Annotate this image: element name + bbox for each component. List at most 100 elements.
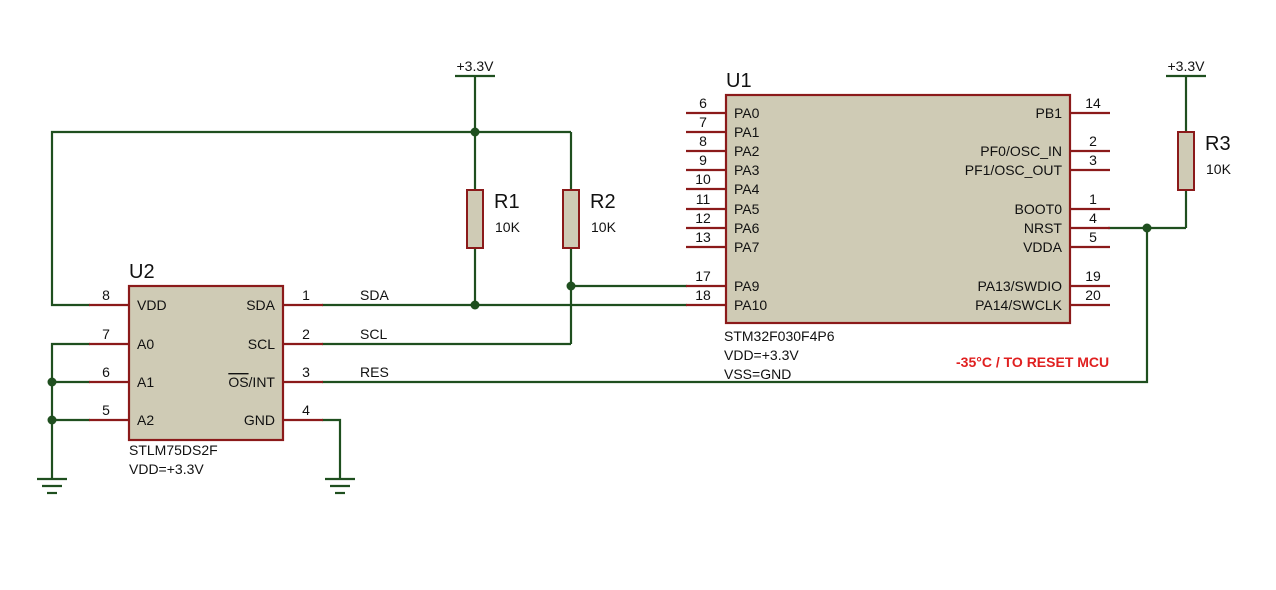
u1-pin-label: PA4: [734, 181, 760, 197]
u1-pin-number: 14: [1085, 95, 1101, 111]
resistor-r3: R3 10K: [1177, 131, 1232, 191]
u1-pin-label: PA7: [734, 239, 760, 255]
u1-pin-label: PA2: [734, 143, 760, 159]
u1-pin-label: BOOT0: [1015, 201, 1063, 217]
u2-pin-label: A0: [137, 336, 154, 352]
u1-ref: U1: [726, 70, 752, 92]
u2-ref: U2: [129, 261, 155, 283]
u1-pin-number: 1: [1089, 191, 1097, 207]
u1-pin-number: 4: [1089, 210, 1097, 226]
u2-pin-label: VDD: [137, 297, 167, 313]
u2-pin-number: 1: [302, 287, 310, 303]
u2-pin-label: GND: [244, 412, 275, 428]
u1-pin-label: VDDA: [1023, 239, 1063, 255]
u1-pin-number: 17: [695, 268, 711, 284]
resistor-body: [562, 189, 580, 249]
wire-a0: [50, 342, 90, 478]
u1-pin-label: PA13/SWDIO: [977, 278, 1062, 294]
resistor-body: [1177, 131, 1195, 191]
u1-pin-number: 3: [1089, 152, 1097, 168]
ground-symbol-right: [325, 477, 355, 495]
u1-pin-label: PA6: [734, 220, 760, 236]
resistor-ref: R2: [590, 191, 616, 213]
u1-pin-number: 11: [696, 191, 711, 207]
u1-pin-number: 20: [1085, 287, 1101, 303]
net-label-scl: SCL: [360, 326, 387, 342]
u2-pin-number: 3: [302, 364, 310, 380]
junction-dot: [566, 281, 576, 291]
u1-right-pins: 14PB12PF0/OSC_IN3PF1/OSC_OUT1BOOT04NRST5…: [965, 95, 1110, 313]
junction-dot: [470, 127, 480, 137]
u1-pin-label: PA1: [734, 124, 760, 140]
u2-pin-number: 5: [102, 402, 110, 418]
u1-pin-label: PA5: [734, 201, 760, 217]
u2-pin-number: 4: [302, 402, 310, 418]
wires: [50, 76, 1188, 478]
u1-pin-label: PA0: [734, 105, 760, 121]
u1-pin-label: NRST: [1024, 220, 1063, 236]
u1-pin-number: 2: [1089, 133, 1097, 149]
resistor-ref: R1: [494, 191, 520, 213]
u1-pin-number: 18: [695, 287, 711, 303]
wire-res: [322, 228, 1149, 384]
junction-dot: [1142, 223, 1152, 233]
junction-dot: [47, 415, 57, 425]
u2-pin-number: 7: [102, 326, 110, 342]
reset-note: -35°C / TO RESET MCU: [956, 354, 1109, 370]
u2-pin-label: A1: [137, 374, 154, 390]
wire-vdd-rail: [50, 130, 571, 307]
wire-gnd: [322, 418, 342, 478]
resistor-value: 10K: [495, 219, 521, 235]
u1-pin-number: 6: [699, 95, 707, 111]
resistor-ref: R3: [1205, 133, 1231, 155]
u1-pin-number: 9: [699, 152, 707, 168]
ground-symbol-left: [37, 477, 67, 495]
u1-pin-number: 10: [695, 171, 711, 187]
power-label: +3.3V: [1168, 58, 1206, 74]
u1-pin-number: 12: [695, 210, 711, 226]
u2-vdd: VDD=+3.3V: [129, 461, 204, 477]
u1-part: STM32F030F4P6: [724, 328, 835, 344]
u1-pin-label: PF1/OSC_OUT: [965, 162, 1063, 178]
u1-pin-label: PA10: [734, 297, 767, 313]
u2-pin-number: 2: [302, 326, 310, 342]
power-supply-r3: +3.3V: [1166, 58, 1206, 78]
net-label-res: RES: [360, 364, 389, 380]
junctions: [47, 127, 1152, 425]
u2-part: STLM75DS2F: [129, 442, 218, 458]
u1-vss: VSS=GND: [724, 366, 791, 382]
resistor-body: [466, 189, 484, 249]
u2-body: [127, 284, 285, 442]
power-supply-r12: +3.3V: [455, 58, 495, 78]
u1-body: [724, 93, 1072, 325]
net-label-sda: SDA: [360, 287, 389, 303]
junction-dot: [47, 377, 57, 387]
u1-pin-number: 19: [1085, 268, 1101, 284]
u1-pin-label: PA3: [734, 162, 760, 178]
resistor-r1: R1 10K: [466, 189, 521, 249]
u1-pin-number: 5: [1089, 229, 1097, 245]
resistor-value: 10K: [1206, 161, 1232, 177]
u2-pin-label: OS/INT: [228, 374, 275, 390]
u1-pin-label: PA9: [734, 278, 760, 294]
u1-pin-number: 7: [699, 114, 707, 130]
resistor-r2: R2 10K: [562, 189, 617, 249]
u1-pin-number: 8: [699, 133, 707, 149]
u1-vdd: VDD=+3.3V: [724, 347, 799, 363]
u1-pin-number: 13: [695, 229, 711, 245]
u2-pin-label: A2: [137, 412, 154, 428]
u2-pin-number: 6: [102, 364, 110, 380]
u2-pin-label: SDA: [246, 297, 275, 313]
power-label: +3.3V: [457, 58, 495, 74]
u2-pin-number: 8: [102, 287, 110, 303]
junction-dot: [470, 300, 480, 310]
u1-pin-label: PB1: [1036, 105, 1063, 121]
resistor-value: 10K: [591, 219, 617, 235]
u2-pin-label: SCL: [248, 336, 275, 352]
